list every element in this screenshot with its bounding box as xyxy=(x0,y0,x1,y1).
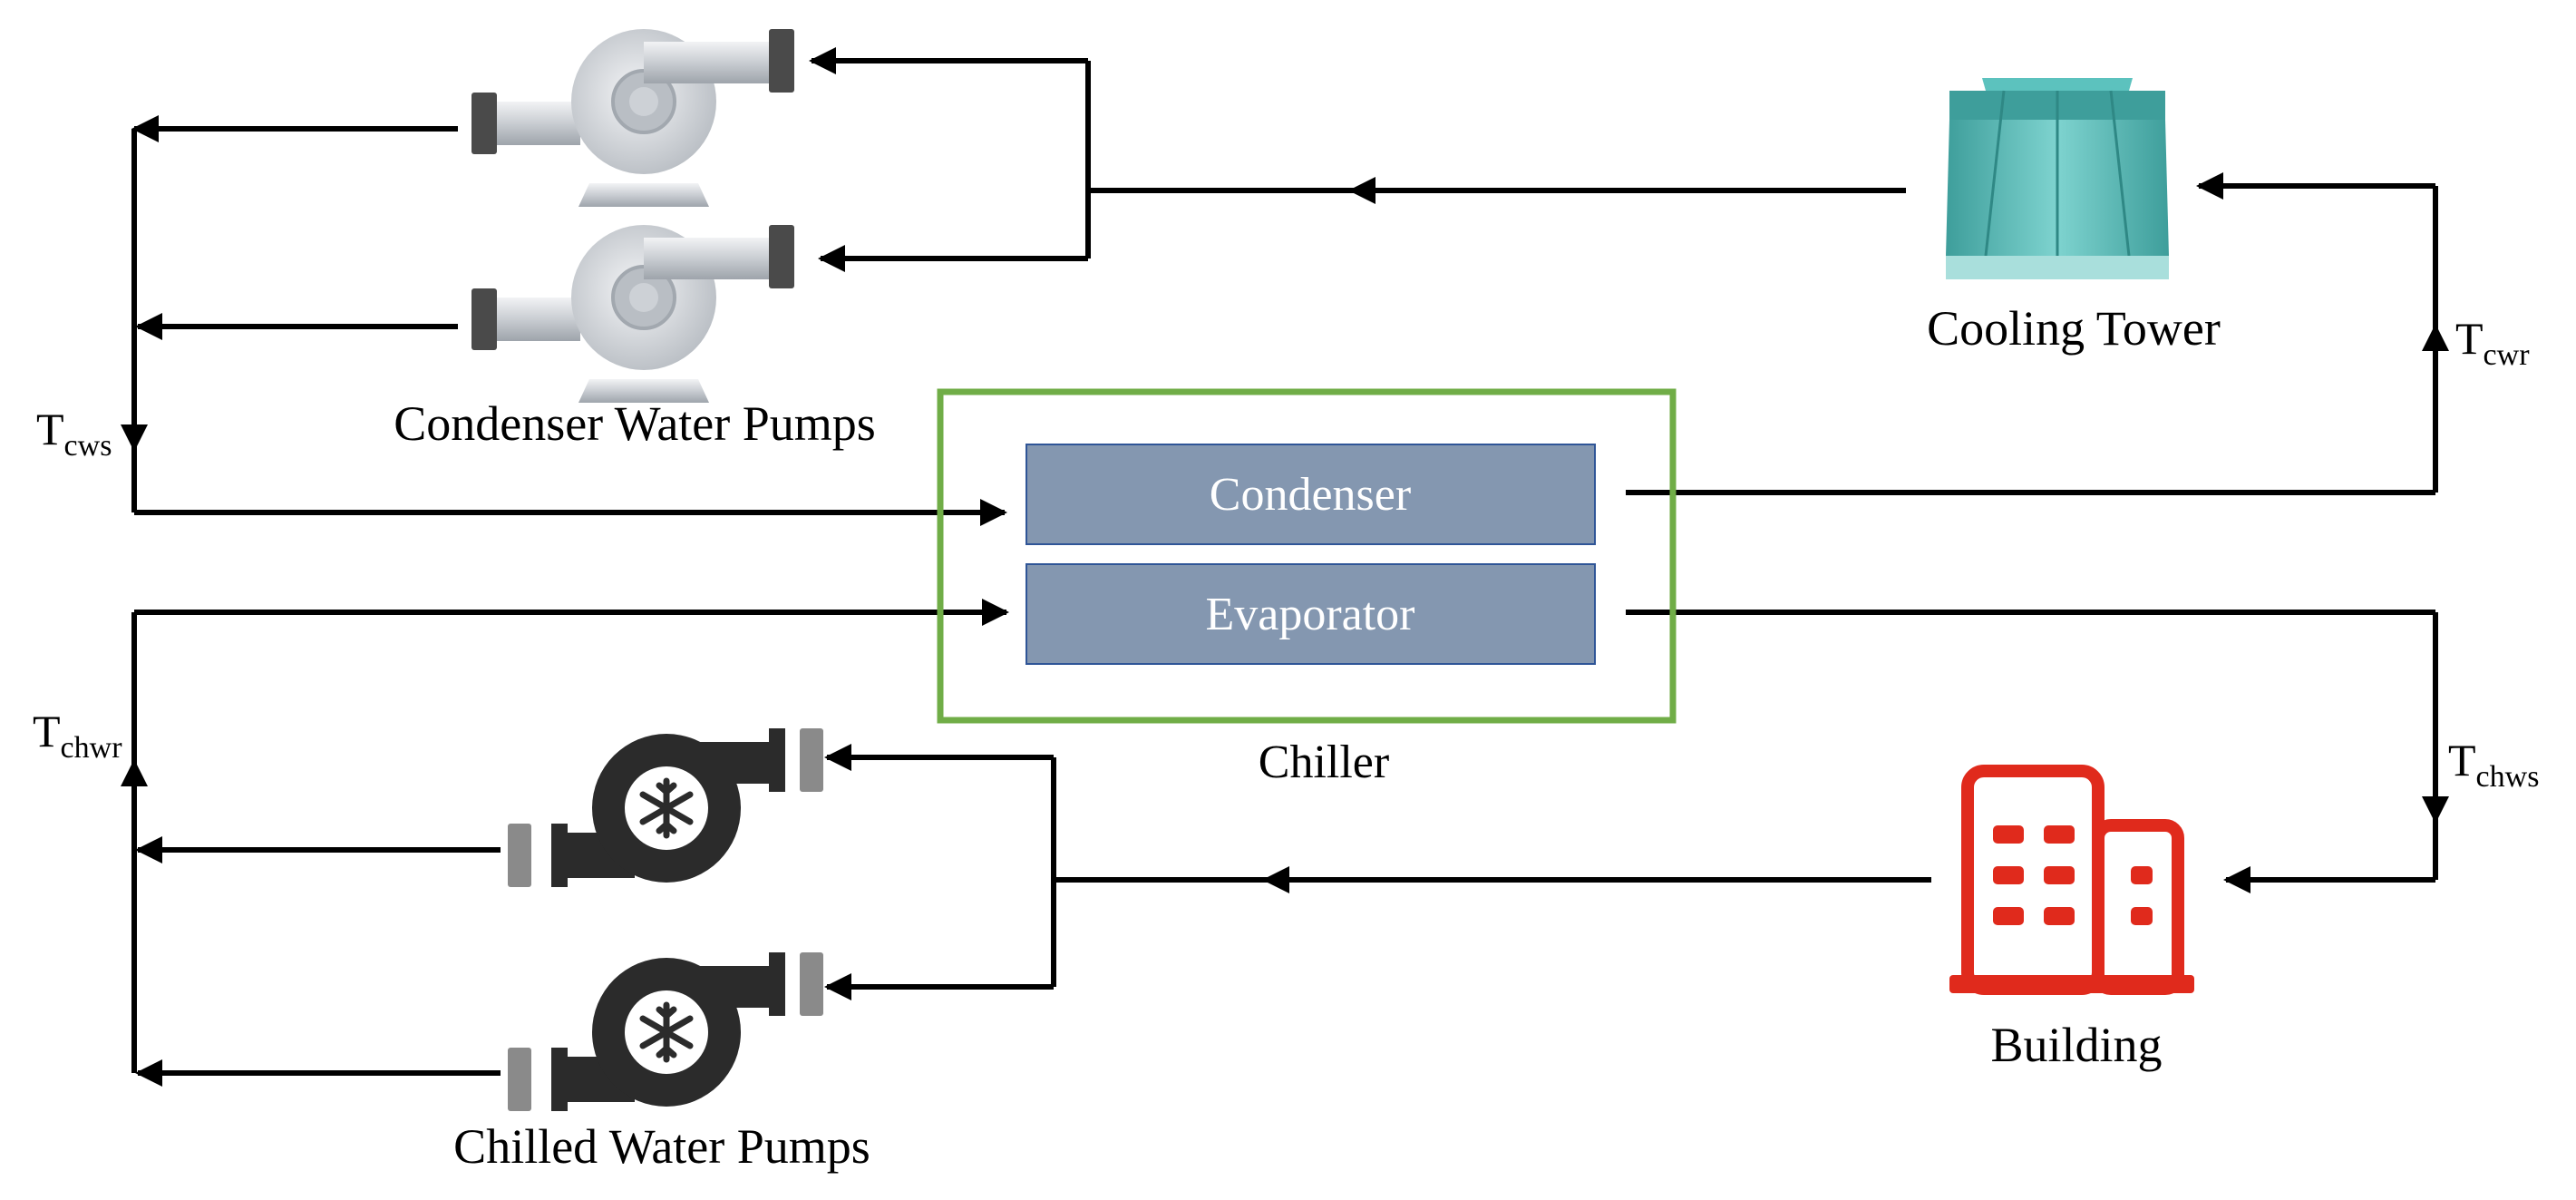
condenser-box xyxy=(1026,444,1596,545)
chiller-label: Chiller xyxy=(1259,737,1389,788)
condenser-pumps-label: Condenser Water Pumps xyxy=(394,396,876,451)
temp-chwr: Tchwr xyxy=(33,706,122,765)
evaporator-box xyxy=(1026,563,1596,665)
building-icon xyxy=(1949,765,2194,995)
temp-cws: Tcws xyxy=(36,404,112,463)
building-label: Building xyxy=(1990,1018,2162,1072)
cooling-tower-icon xyxy=(1946,78,2169,279)
chilled-water-lines xyxy=(121,599,2449,1087)
condenser-water-lines xyxy=(121,47,2449,526)
evaporator-label: Evaporator xyxy=(1205,589,1414,640)
chiller-box xyxy=(937,388,1677,724)
condenser-label: Condenser xyxy=(1210,469,1411,521)
temp-chws: Tchws xyxy=(2448,735,2539,794)
temp-cwr: Tcwr xyxy=(2455,313,2530,372)
chilled-pumps-label: Chilled Water Pumps xyxy=(453,1119,870,1174)
cooling-tower-label: Cooling Tower xyxy=(1927,301,2221,356)
